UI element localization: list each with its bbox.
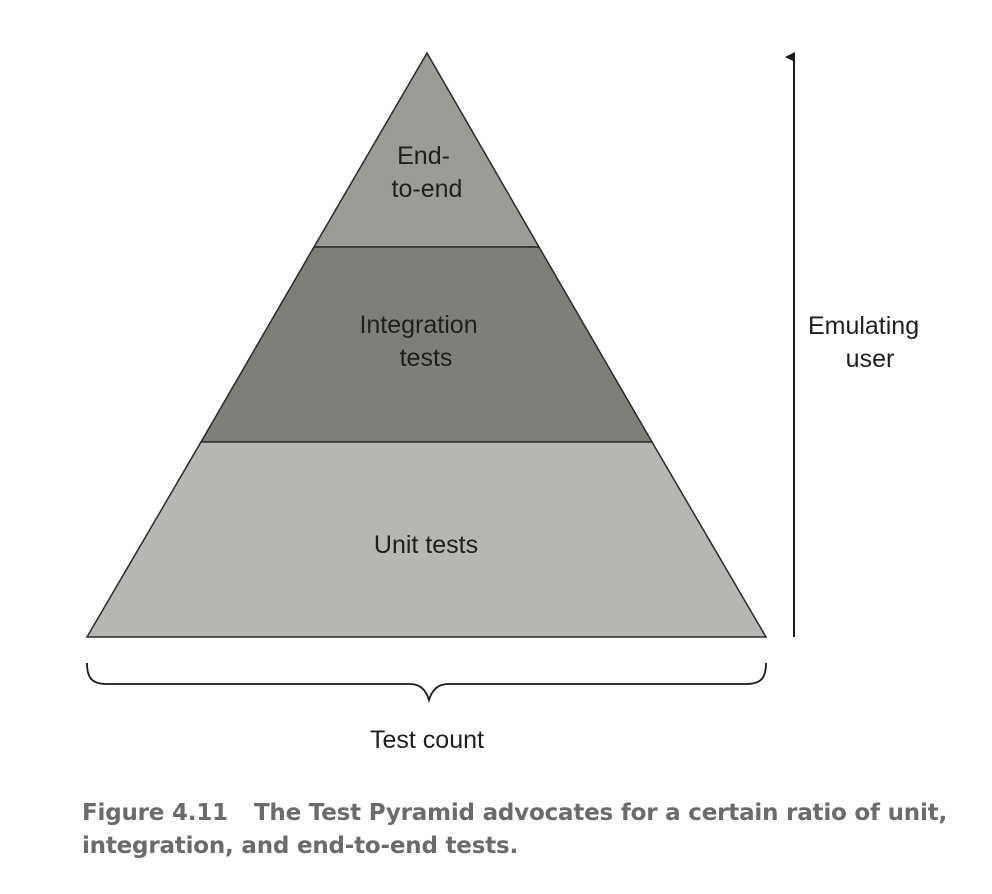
unit-tests-label-line-1: Unit tests [374,531,478,559]
emulating-user-label-line-1: Emulating [808,312,919,340]
test-pyramid-diagram: End- to-end Integration tests Unit tests… [85,51,926,754]
integration-tests-label-line-2: tests [400,344,453,372]
emulating-user-label-line-2: user [846,345,895,373]
emulating-user-label: Emulating user [808,312,926,373]
figure-caption-text: The Test Pyramid advocates for a certain… [82,800,947,859]
end-to-end-label: End- to-end [392,142,463,203]
integration-tests-label-line-1: Integration [359,311,477,339]
unit-tests-label: Unit tests [374,531,478,559]
integration-tests-label: Integration tests [359,311,484,372]
test-count-brace [86,662,767,704]
pyramid-layer-unit [85,441,768,638]
figure-number: Figure 4.11 [82,800,228,826]
end-to-end-label-line-2: to-end [392,175,463,203]
test-count-label: Test count [370,726,484,754]
end-to-end-label-line-1: End- [397,142,450,170]
